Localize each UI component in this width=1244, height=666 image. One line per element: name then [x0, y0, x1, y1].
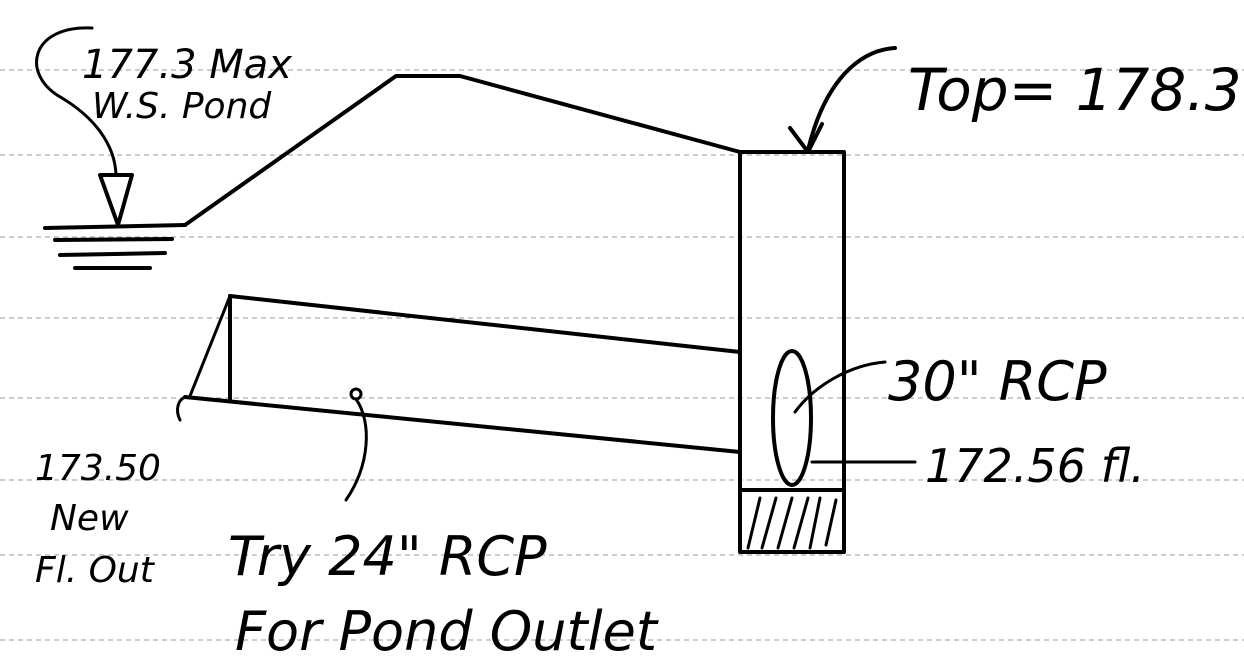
rcp-30-leader	[793, 360, 887, 414]
embankment-profile	[183, 74, 742, 227]
outlet-pipe	[176, 294, 742, 454]
top-elevation-arrow	[788, 46, 897, 154]
invert-elevation-label: 172.56 fl.	[925, 439, 1145, 493]
outlet-new-label: New	[50, 498, 129, 539]
outlet-flowline-label: Fl. Out	[35, 550, 156, 591]
try-pipe-leader	[344, 387, 368, 502]
rcp-30-opening	[771, 349, 813, 487]
max-ws-callout	[35, 26, 118, 177]
max-ws-label-line1: 177.3 Max	[82, 42, 292, 88]
water-surface-symbol	[43, 173, 187, 270]
top-elevation-label: Top= 178.3	[908, 56, 1242, 124]
outlet-elevation-label: 173.50	[35, 448, 161, 489]
pond-outlet-label: For Pond Outlet	[235, 600, 659, 663]
try-pipe-label: Try 24" RCP	[228, 525, 547, 588]
rcp-30-label: 30" RCP	[888, 350, 1107, 413]
max-ws-label-line2: W.S. Pond	[92, 86, 272, 127]
